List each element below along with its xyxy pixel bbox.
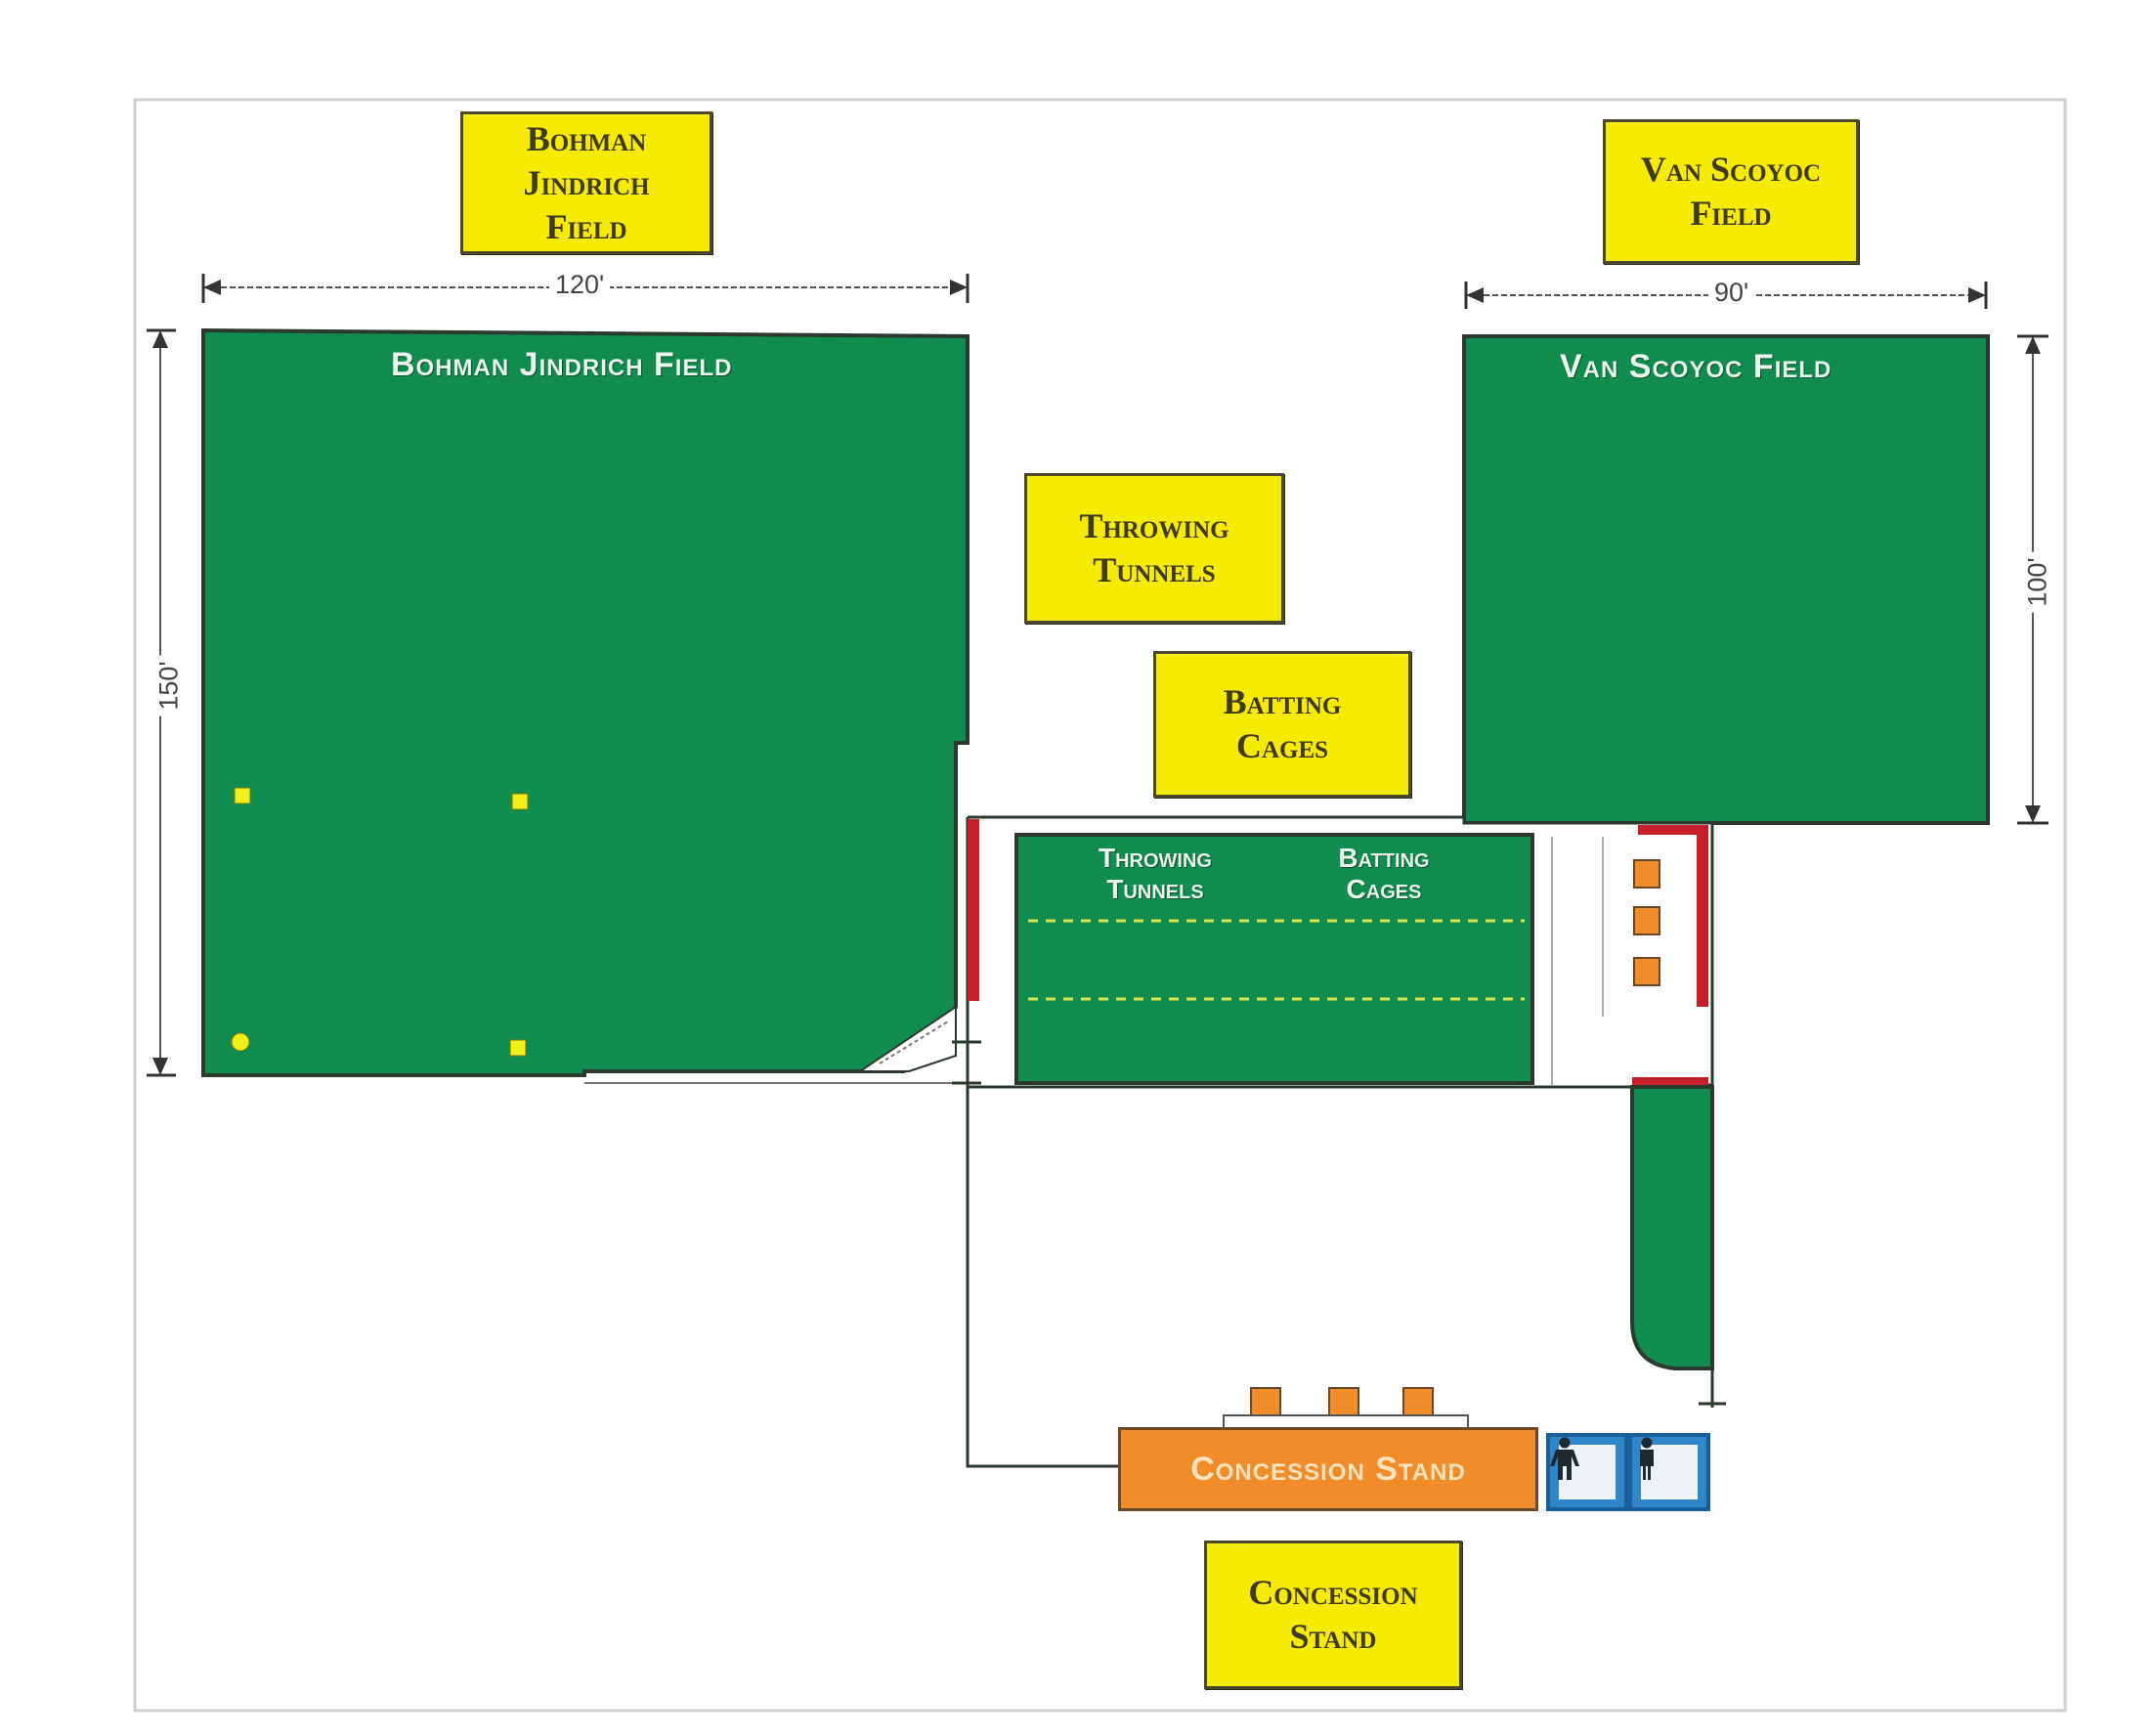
bohman-width-label: 120' — [549, 270, 611, 300]
picnic-table — [1250, 1387, 1281, 1416]
van-scoyoc-field — [1462, 334, 1990, 825]
gate-walkway — [856, 1005, 957, 1072]
van-scoyoc-width-label: 90' — [1708, 278, 1755, 308]
concession-stand: Concession Stand — [1118, 1427, 1538, 1511]
throwing-tunnels-label: Throwing Tunnels — [1024, 473, 1284, 624]
concession-stand-label: Concession Stand — [1204, 1541, 1462, 1689]
base-marker — [511, 793, 529, 810]
womens-restroom — [1628, 1433, 1710, 1511]
van-scoyoc-depth-label: 100' — [2022, 551, 2053, 613]
base-marker — [234, 787, 251, 804]
fence-red — [1697, 825, 1708, 1007]
bohman-field-title: Bohman Jindrich Field — [391, 346, 733, 383]
bohman-jindrich-field — [201, 327, 970, 1077]
fence-red — [968, 819, 979, 1001]
bohman-jindrich-label: Bohman Jindrich Field — [460, 111, 712, 254]
page-border — [133, 98, 2067, 1713]
bench-marker — [1633, 859, 1660, 889]
arrow-head — [950, 280, 968, 295]
picnic-table — [1328, 1387, 1359, 1416]
mens-restroom-icon — [1550, 1437, 1579, 1480]
arrow-head — [1466, 287, 1484, 303]
base-marker — [509, 1039, 527, 1057]
bench-marker — [1633, 906, 1660, 935]
bohman-depth-label: 150' — [153, 655, 185, 716]
arrow-head — [2025, 805, 2041, 823]
tunnels-batting-text: Batting Cages — [1338, 843, 1430, 905]
tunnels-and-cages — [1014, 833, 1534, 1085]
arrow-head — [152, 330, 168, 348]
mens-restroom — [1546, 1433, 1628, 1511]
fence-red — [1638, 825, 1708, 835]
womens-restroom-icon — [1640, 1437, 1654, 1480]
base-marker — [231, 1032, 250, 1052]
van-scoyoc-field-title: Van Scoyoc Field — [1560, 348, 1832, 385]
bench-marker — [1633, 957, 1660, 986]
arrow-head — [1968, 287, 1986, 303]
batting-cages-label: Batting Cages — [1153, 651, 1411, 798]
arrow-head — [2025, 336, 2041, 354]
walkway-outline — [966, 1087, 1120, 1468]
fence-red — [1632, 1077, 1708, 1087]
arrow-head — [152, 1058, 168, 1075]
tunnels-throwing-text: Throwing Tunnels — [1099, 843, 1212, 905]
picnic-table — [1402, 1387, 1434, 1416]
side-green-strip — [1630, 1085, 1714, 1370]
arrow-head — [203, 280, 221, 295]
van-scoyoc-label: Van Scoyoc Field — [1603, 119, 1859, 264]
